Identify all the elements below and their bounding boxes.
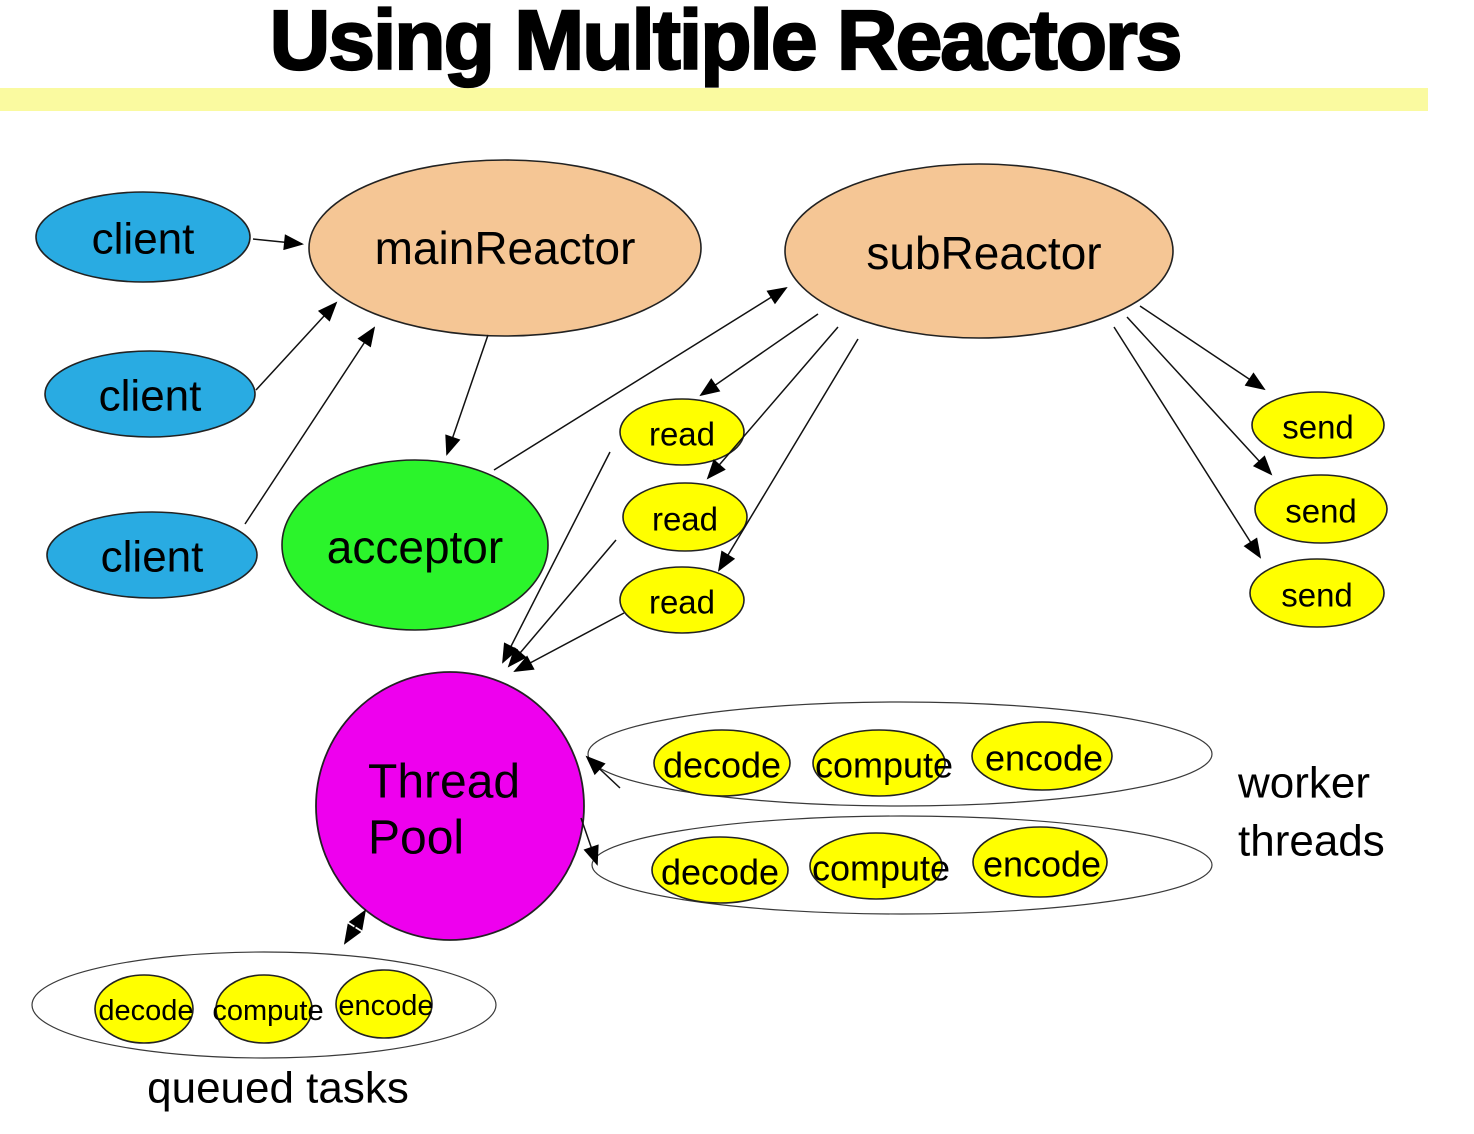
queued-decode: [94, 974, 194, 1044]
label-worker2-decode: decode: [661, 852, 779, 893]
label-read-2: read: [652, 501, 718, 538]
worker-row-1-encode: [971, 721, 1113, 791]
edge-sub-reactor-to-send3: [1113, 326, 1262, 559]
node-acceptor: [281, 459, 549, 631]
label-worker1-encode: encode: [985, 738, 1103, 779]
node-read-1: [619, 398, 745, 466]
edge-read3-to-thread-pool: [513, 612, 625, 672]
label-send-2: send: [1285, 493, 1357, 530]
edge-sub-reactor-to-read2: [706, 326, 839, 480]
label-worker2-compute: compute: [812, 848, 950, 889]
label-client-1: client: [92, 215, 195, 264]
label-client-3: client: [101, 533, 204, 582]
node-client-1: [35, 191, 251, 283]
label-client-2: client: [99, 372, 202, 421]
edge-sub-reactor-to-send2: [1126, 316, 1273, 476]
edge-client2-to-main-reactor: [255, 301, 338, 391]
label-send-1: send: [1282, 409, 1354, 446]
edge-worker-row1-to-thread-pool: [585, 755, 621, 789]
node-client-2: [44, 350, 256, 438]
worker-row-1-decode: [653, 729, 791, 797]
node-client-3: [46, 511, 258, 599]
edge-read2-to-thread-pool: [507, 539, 617, 668]
edge-client3-to-main-reactor: [244, 326, 376, 525]
node-thread-pool: [315, 671, 585, 941]
edge-sub-reactor-to-read1: [699, 313, 819, 397]
label-worker1-decode: decode: [663, 745, 781, 786]
edge-client1-to-main-reactor: [252, 234, 304, 251]
label-main-reactor: mainReactor: [375, 222, 636, 274]
node-send-3: [1249, 558, 1385, 628]
node-read-3: [619, 566, 745, 634]
label-read-1: read: [649, 416, 715, 453]
label-thread-pool-line1: Thread: [368, 756, 520, 809]
node-send-1: [1251, 391, 1385, 459]
label-send-3: send: [1281, 577, 1353, 614]
edge-thread-pool-queued-tasks: [343, 909, 367, 945]
edge-sub-reactor-to-read3: [717, 338, 859, 572]
page-title: Using Multiple Reactors: [268, 0, 1183, 88]
worker-row-2-encode: [972, 826, 1108, 898]
worker-row-1-compute: [812, 729, 946, 797]
edge-sub-reactor-to-send1: [1139, 305, 1266, 391]
label-worker2-encode: encode: [983, 844, 1101, 885]
label-queued-encode: encode: [338, 990, 433, 1022]
label-acceptor: acceptor: [327, 521, 503, 573]
edge-read1-to-thread-pool: [502, 451, 611, 664]
edge-thread-pool-to-worker-row2: [580, 817, 599, 866]
label-thread-pool-line2: Pool: [368, 812, 464, 865]
worker-row-2-compute: [809, 832, 943, 900]
label-queued-decode: decode: [98, 995, 193, 1027]
title-underline-bar: [0, 88, 1428, 111]
label-queued-compute: compute: [212, 995, 323, 1027]
queued-encode: [335, 969, 433, 1039]
queued-compute: [215, 974, 313, 1044]
caption-worker-threads-line2: threads: [1238, 817, 1385, 866]
caption-queued-tasks: queued tasks: [147, 1064, 409, 1113]
node-send-2: [1254, 474, 1388, 544]
node-sub-reactor: [784, 163, 1174, 339]
caption-worker-threads-line1: worker: [1237, 759, 1370, 808]
node-read-2: [622, 482, 748, 552]
node-main-reactor: [308, 159, 702, 337]
label-read-3: read: [649, 584, 715, 621]
label-worker1-compute: compute: [815, 745, 953, 786]
label-sub-reactor: subReactor: [866, 227, 1101, 279]
edge-main-reactor-to-acceptor: [445, 334, 489, 456]
worker-row-2-decode: [651, 836, 789, 904]
edge-acceptor-to-sub-reactor: [493, 286, 788, 471]
